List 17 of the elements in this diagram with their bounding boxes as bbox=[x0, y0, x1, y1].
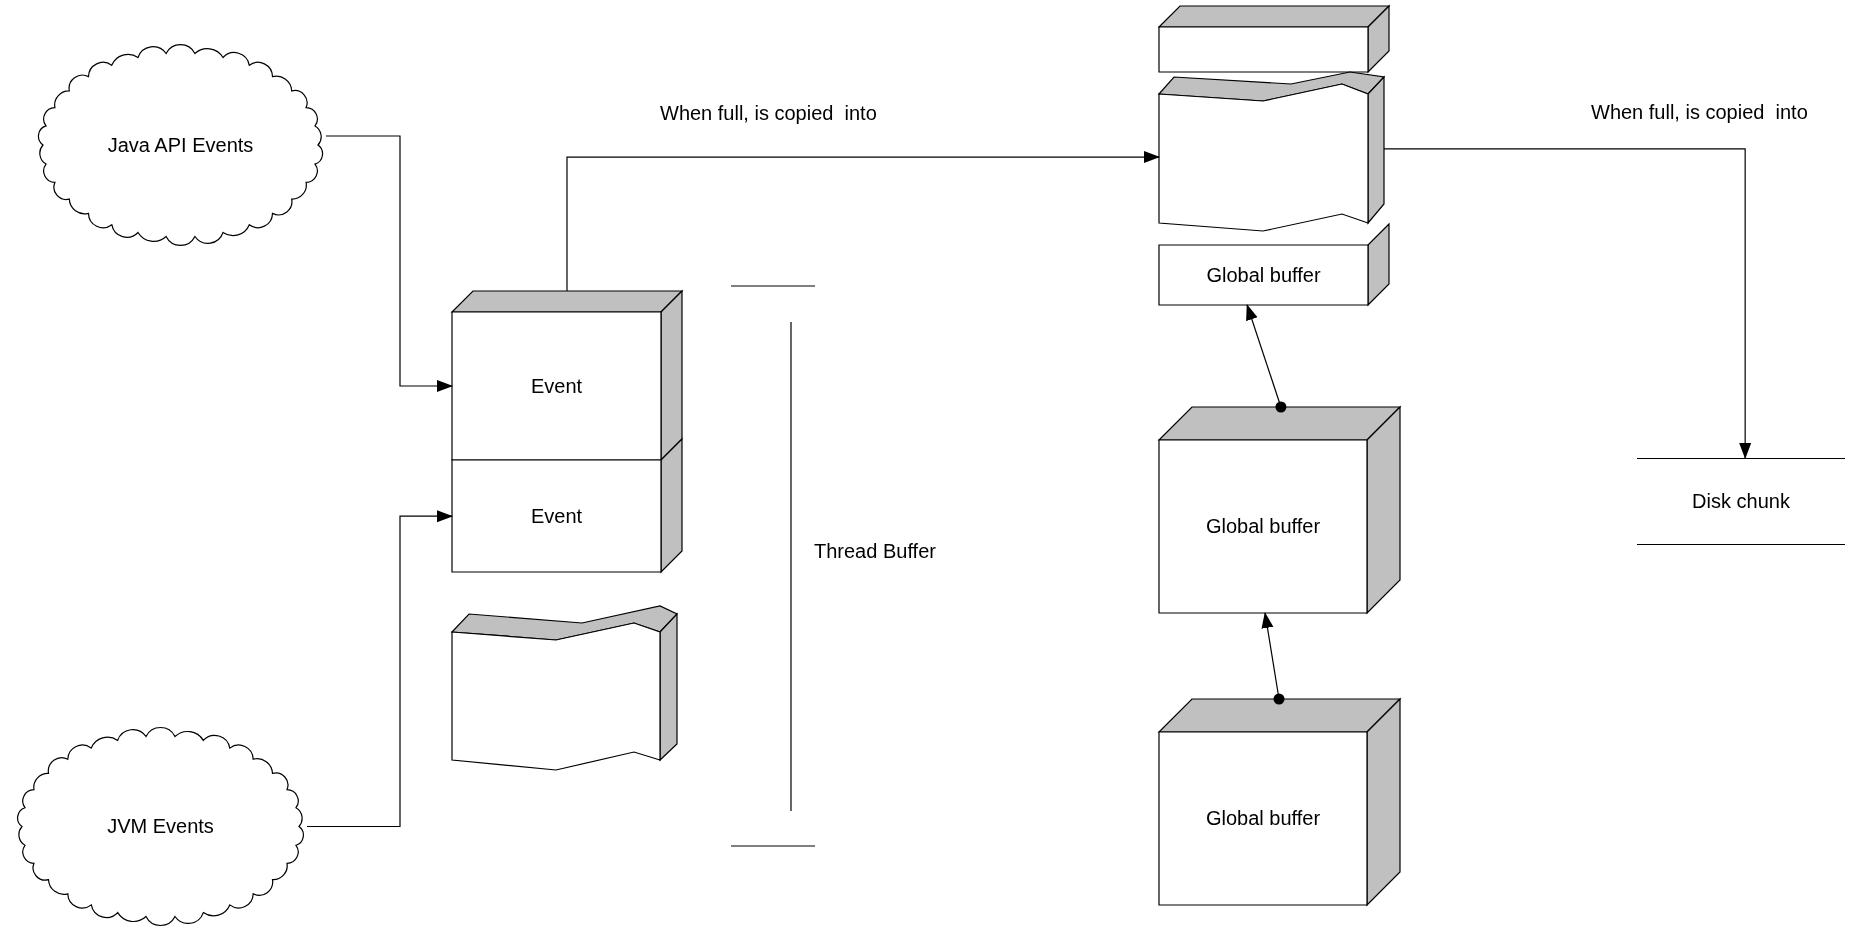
node-label: Event bbox=[530, 374, 583, 398]
arrow bbox=[306, 510, 453, 828]
node-label: Global buffer bbox=[1206, 263, 1321, 287]
arrow bbox=[325, 135, 453, 392]
bracket-label: Thread Buffer bbox=[814, 540, 936, 563]
arrow bbox=[1246, 304, 1287, 413]
node-label: Global buffer bbox=[1205, 515, 1321, 538]
edge-label: When full, is copied into bbox=[658, 102, 879, 125]
node-label: Global buffer bbox=[1205, 807, 1321, 830]
node-label: Event bbox=[530, 504, 583, 528]
node-label: Disk chunk bbox=[1692, 490, 1790, 513]
arrow bbox=[1261, 612, 1285, 705]
node-label: JVM Events bbox=[107, 815, 214, 838]
node-label: Java API Events bbox=[107, 133, 254, 157]
arrow bbox=[1383, 148, 1752, 459]
edge-label: When full, is copied into bbox=[1589, 101, 1810, 124]
arrow bbox=[566, 151, 1160, 292]
